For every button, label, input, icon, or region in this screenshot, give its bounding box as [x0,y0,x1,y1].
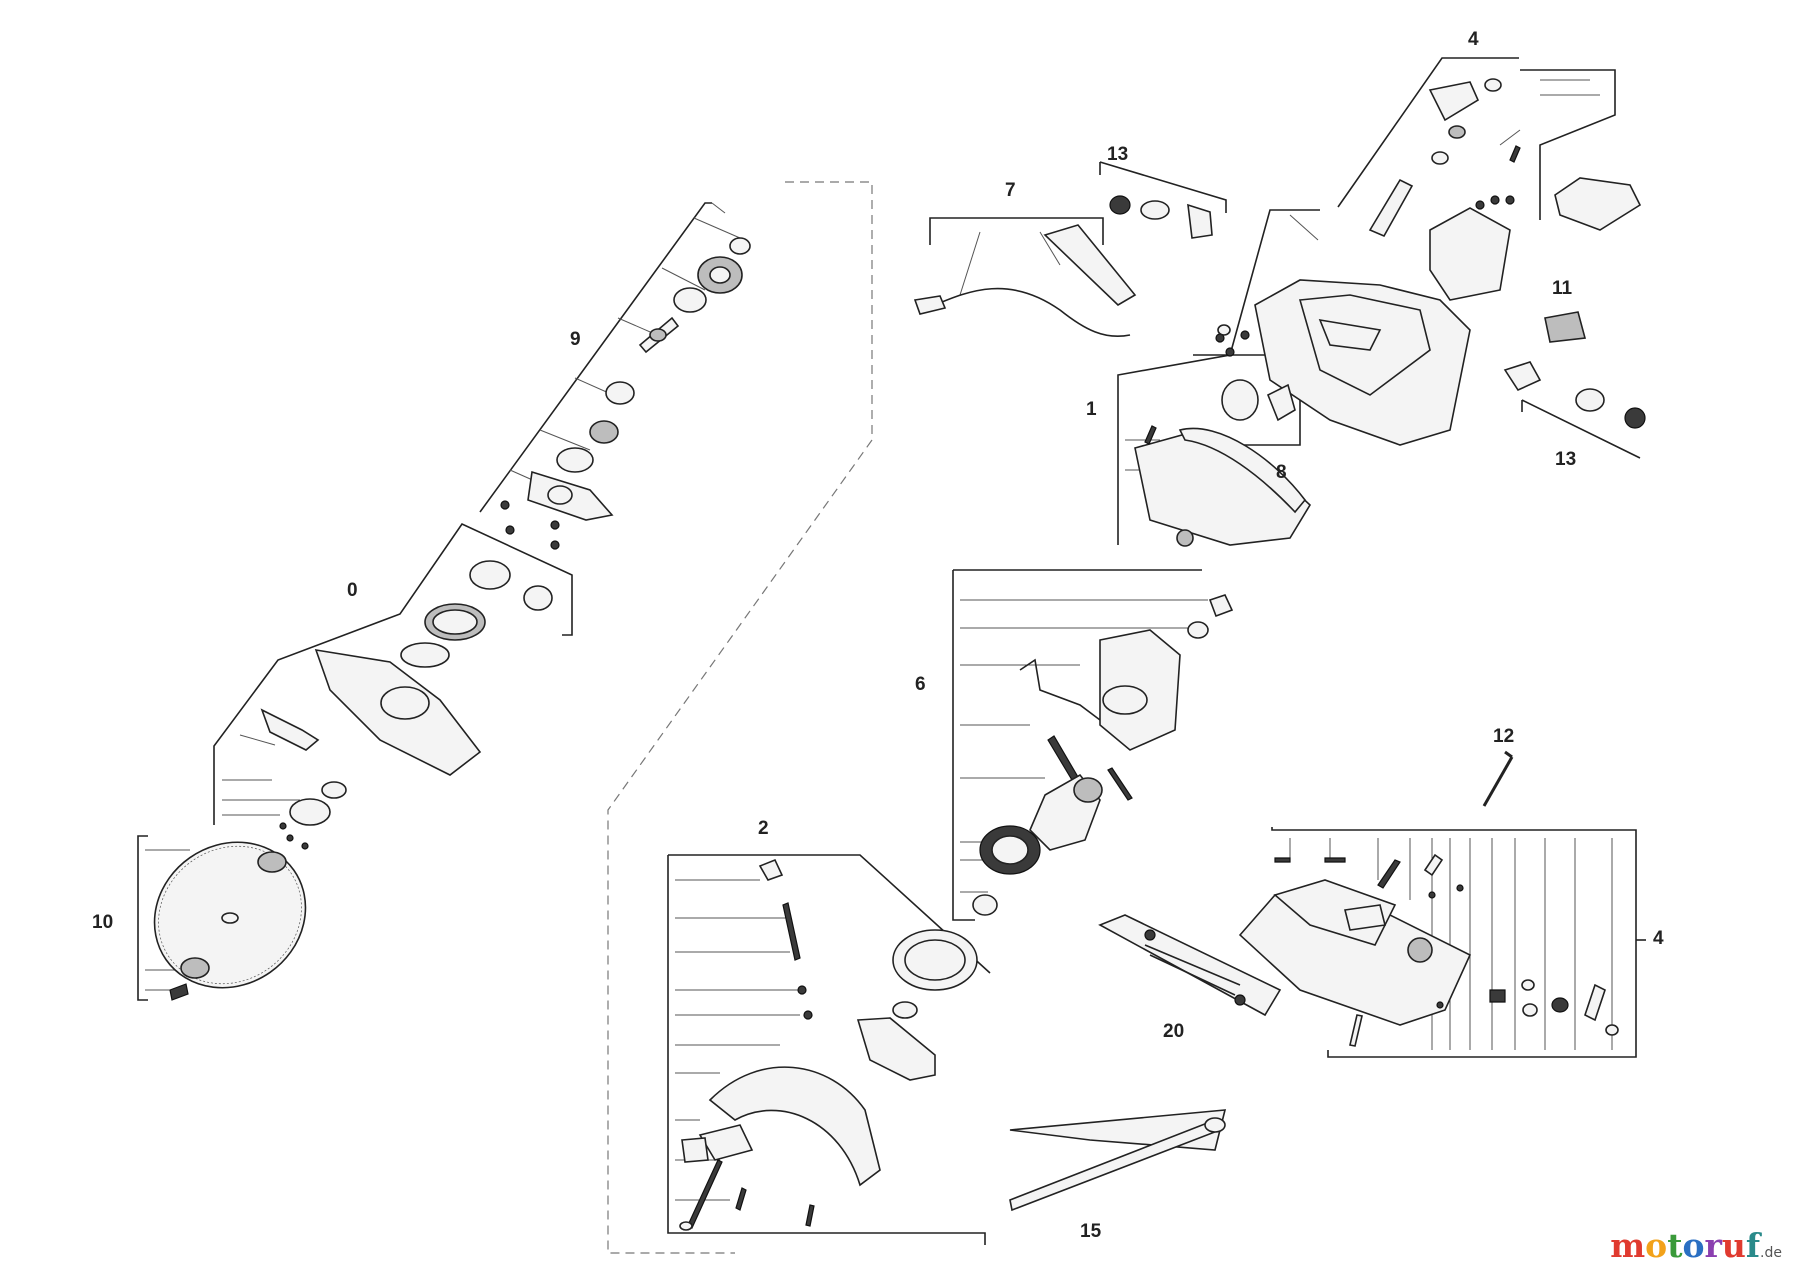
callout-9: 9 [570,329,581,350]
group-20-rip-fence [1098,914,1282,1017]
group-4-handle-parts-top [1368,69,1642,301]
callout-8: 8 [1276,462,1287,483]
watermark-letter: t [1667,1226,1683,1265]
group-7-power-cord [913,224,1137,337]
watermark-letter: m [1610,1226,1646,1265]
watermark-letter: o [1682,1226,1705,1265]
group-10-blade [153,841,307,1001]
dashed-group-outline [607,181,873,1254]
group-1-motor-housing [1134,279,1471,547]
group-0-guard-parts [260,560,553,850]
callout-1: 1 [1086,399,1097,420]
callout-2: 2 [758,818,769,839]
group-12-hex-key [1482,750,1514,807]
watermark-letters: motoruf [1610,1226,1760,1265]
watermark-letter: f [1745,1226,1761,1265]
callout-7: 7 [1005,180,1016,201]
callout-4-right: 4 [1653,928,1664,949]
callout-4-top: 4 [1468,29,1479,50]
group-2-lower-guard [679,858,978,1231]
watermark-letter: r [1704,1226,1722,1265]
watermark-letter: o [1645,1226,1668,1265]
group-6-motor-armature [972,594,1234,916]
callout-10: 10 [92,912,113,933]
callout-13-right: 13 [1555,449,1576,470]
callout-15: 15 [1080,1221,1102,1242]
group-9-spindle-parts [500,237,751,550]
callout-6: 6 [915,674,926,695]
motoruf-watermark-logo: motoruf.de [1610,1226,1782,1265]
group-15-wrench [1009,1109,1227,1212]
callout-11: 11 [1552,278,1573,299]
watermark-tld: .de [1760,1245,1782,1261]
leader-lines [145,214,1613,1201]
callout-12: 12 [1493,726,1514,747]
callout-0: 0 [347,580,358,601]
group-13-brush-parts-right [1503,361,1646,429]
group-13-brush-parts-top [1109,195,1213,239]
watermark-letter: u [1721,1226,1746,1265]
callout-20: 20 [1163,1021,1184,1042]
group-11-label-plate [1544,311,1587,343]
group-4-base-plate [1238,853,1619,1047]
callout-13-top: 13 [1107,144,1128,165]
callout-labels: 1 2 0 4 4 6 7 8 9 10 11 12 13 13 15 20 [92,29,1664,1242]
